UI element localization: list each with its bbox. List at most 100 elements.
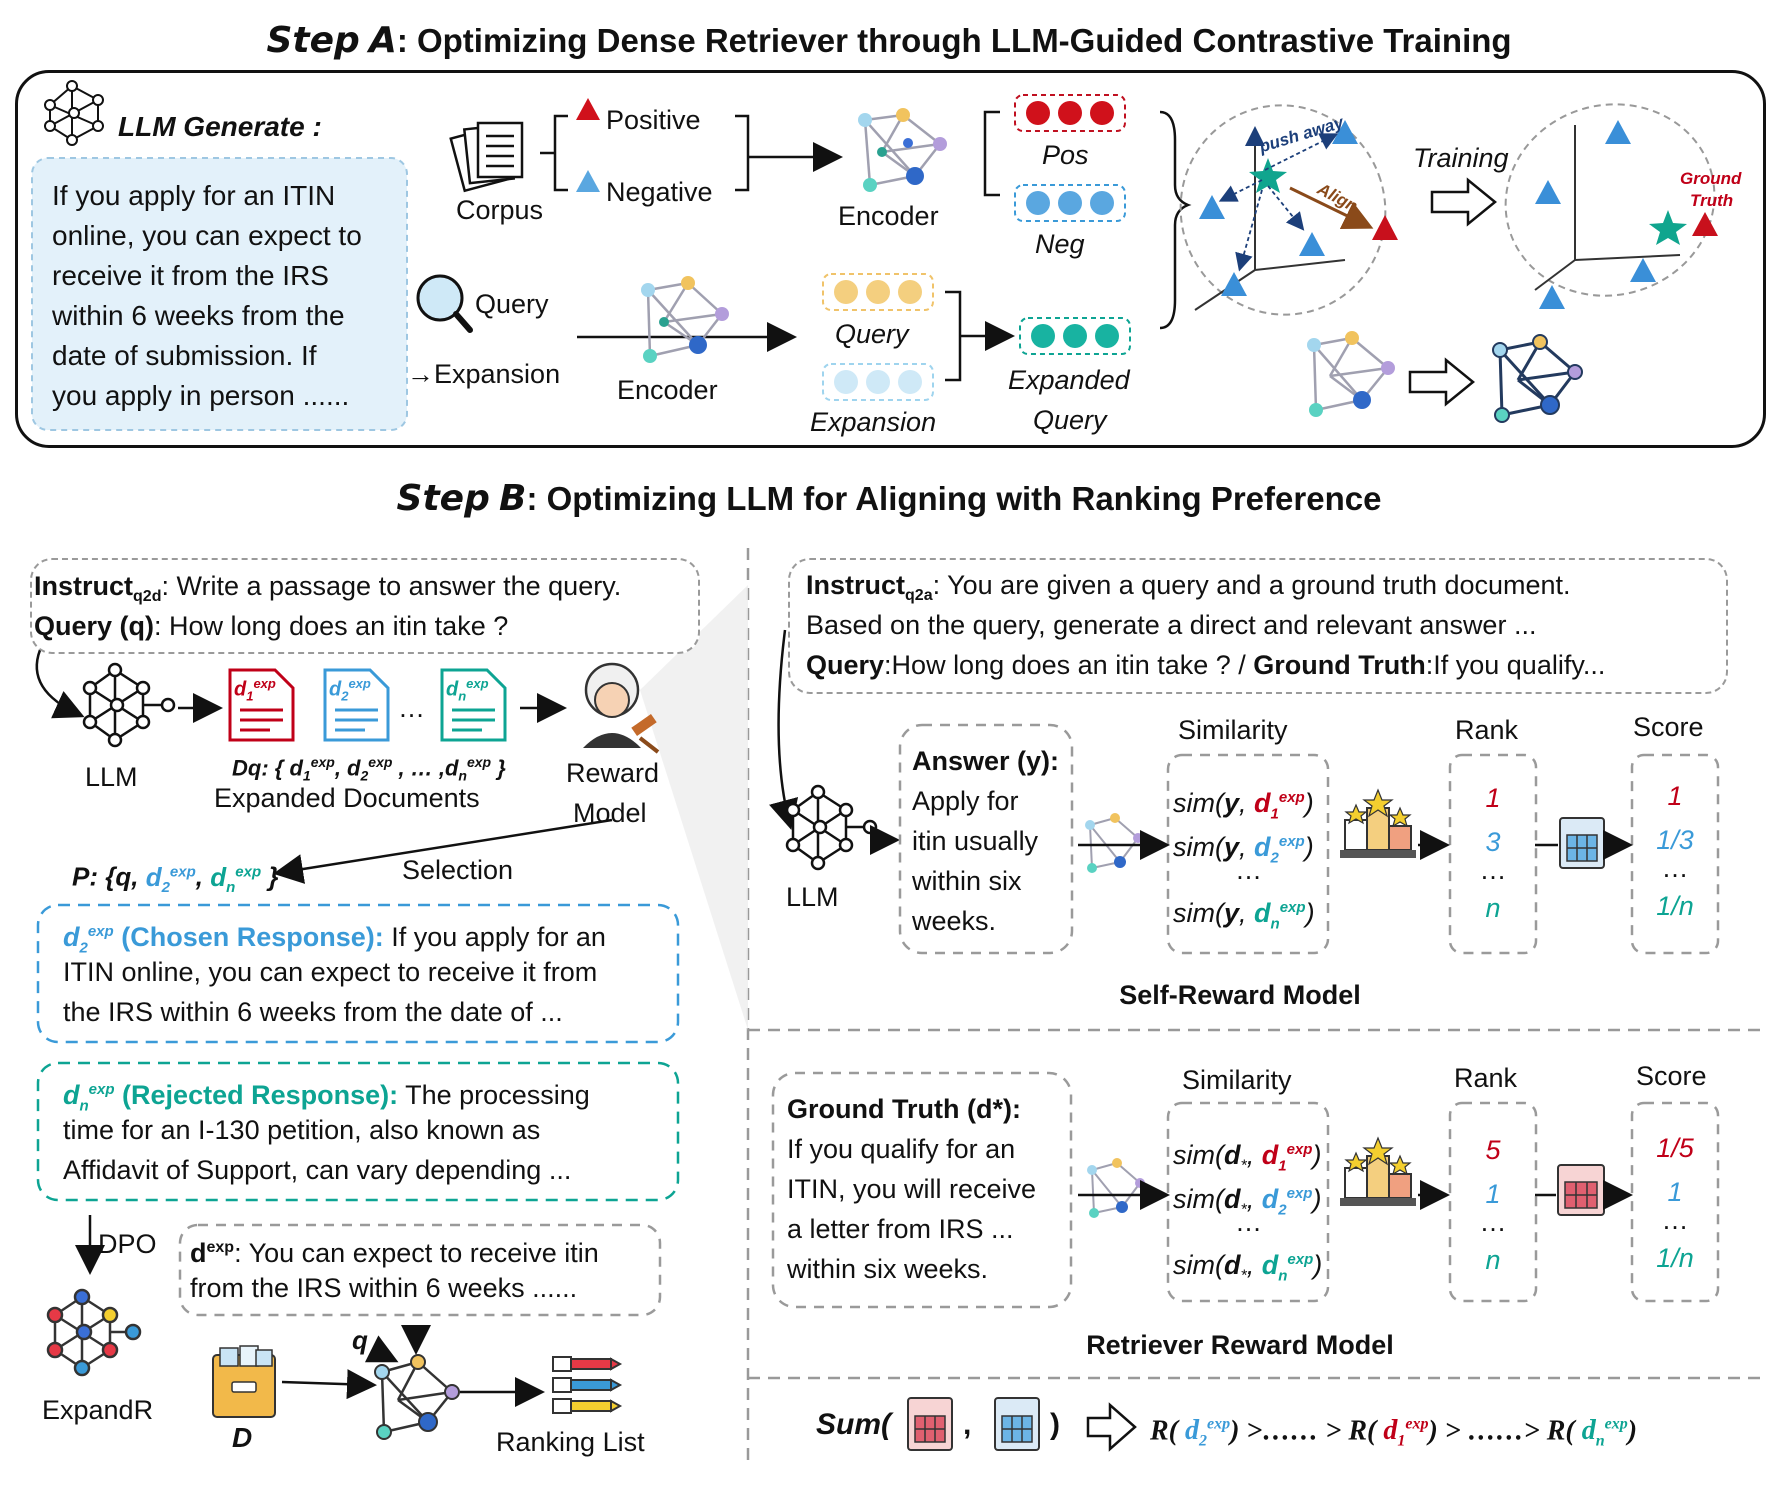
sum-close: ) <box>1050 1408 1060 1441</box>
sim-ellipsis-2: … <box>1235 1207 1262 1237</box>
expanded-query-label-1: Expanded <box>1008 365 1130 395</box>
negative-triangle <box>576 170 600 192</box>
retr-rank-1: 5 <box>1485 1135 1501 1165</box>
folder-icon <box>212 1345 276 1418</box>
self-rank-1: 1 <box>1485 783 1501 813</box>
dexp-line-2: from the IRS within 6 weeks ...... <box>190 1273 578 1303</box>
self-score-1: 1 <box>1667 781 1683 811</box>
retriever-reward-model-label: Retriever Reward Model <box>1086 1330 1394 1360</box>
reward-label: Reward <box>566 758 660 788</box>
d-corpus-label: D <box>232 1422 253 1453</box>
score-header-2: Score <box>1636 1061 1707 1091</box>
llm-icon <box>44 80 104 146</box>
step-b-title: Step B: Optimizing LLM for Aligning with… <box>396 478 1382 519</box>
expandr-icon <box>46 1288 142 1377</box>
generated-text-box <box>31 157 408 431</box>
ranking-list-icon <box>552 1356 623 1414</box>
negative-label: Negative <box>606 177 713 207</box>
retr-rank-3: … <box>1479 1207 1507 1237</box>
query-q: Query (q): How long does an itin take ? <box>34 611 509 641</box>
sim-y-d2: sim(y, d2exp) <box>1173 832 1314 867</box>
self-score-4: 1/n <box>1656 891 1694 921</box>
training-label: Training <box>1413 143 1509 173</box>
doc-red-icon <box>228 668 295 742</box>
selection-label: Selection <box>402 855 514 885</box>
podium-icon-2 <box>1340 1136 1416 1206</box>
chosen-line-3: the IRS within 6 weeks from the date of … <box>63 997 563 1027</box>
self-reward-model-label: Self-Reward Model <box>1119 980 1361 1010</box>
sim-d-d1: sim(d*, d1exp) <box>1173 1140 1322 1175</box>
expansion-emb-label: Expansion <box>810 407 937 437</box>
judge-icon <box>583 662 660 754</box>
ranking-formula: R( d2exp) >…… > R( d1exp) > ……> R( dnexp… <box>1150 1415 1638 1450</box>
q-input-label: q <box>352 1325 368 1355</box>
search-icon <box>416 274 473 333</box>
sim-d-d2: sim(d*, d2exp) <box>1173 1184 1322 1219</box>
llm-b-icon <box>82 662 176 748</box>
podium-icon <box>1340 788 1416 858</box>
model-label: Model <box>573 798 647 828</box>
doc-teal-icon <box>440 668 507 742</box>
gt-box-label: Ground Truth (d*): <box>787 1094 1021 1124</box>
d1-doc-label: d1exp <box>234 676 276 704</box>
self-rank-2: 3 <box>1485 827 1501 857</box>
query-gt-line: Query:How long does an itin take ? / Gro… <box>806 650 1606 680</box>
sum-comma: , <box>963 1408 972 1441</box>
self-rank-4: n <box>1485 893 1501 923</box>
encoder-top-icon <box>863 113 941 187</box>
ranking-list-label: Ranking List <box>496 1427 645 1457</box>
truth-label: Truth <box>1690 191 1734 210</box>
sim-y-dn: sim(y, dnexp) <box>1173 898 1315 933</box>
dq-set: Dq: { d1exp, d2exp , … ,dnexp } <box>232 754 506 784</box>
llm-generate-label: LLM Generate : <box>118 111 322 142</box>
gt-box-text: If you qualify for an ITIN, you will rec… <box>787 1134 1037 1284</box>
encoder-bottom-label: Encoder <box>617 375 718 405</box>
similarity-header-2: Similarity <box>1182 1065 1292 1095</box>
instruct-q2a: Instructq2a: You are given a query and a… <box>806 570 1571 604</box>
self-score-2: 1/3 <box>1656 825 1694 855</box>
sim-d-dn: sim(d*, dnexp) <box>1173 1250 1323 1285</box>
chosen-line-2: ITIN online, you can expect to receive i… <box>63 957 598 987</box>
answer-text: Apply for itin usually within six weeks. <box>912 786 1039 936</box>
score-icon-blue-sum <box>994 1397 1040 1451</box>
instruct-q2d: Instructq2d: Write a passage to answer t… <box>34 571 622 605</box>
rank-header: Rank <box>1455 715 1519 745</box>
instruct-q2a-box <box>788 558 1728 694</box>
expansion-label: →Expansion <box>407 359 561 389</box>
expandr-label: ExpandR <box>42 1395 154 1425</box>
sum-label: Sum( <box>816 1408 891 1441</box>
rejected-line-1: dnexp (Rejected Response): The processin… <box>63 1080 590 1115</box>
score-header: Score <box>1633 712 1704 742</box>
dpo-label: DPO <box>98 1229 157 1259</box>
sim-y-d1: sim(y, d1exp) <box>1173 788 1314 823</box>
retr-rank-4: n <box>1485 1245 1501 1275</box>
encoder-bottom-icon <box>646 281 723 358</box>
generated-text: If you apply for an ITIN online, you can… <box>52 180 362 411</box>
retr-score-3: … <box>1661 1205 1689 1235</box>
query-label: Query <box>475 289 549 319</box>
rejected-line-2: time for an I-130 petition, also known a… <box>63 1115 541 1145</box>
doc-ellipsis: … <box>398 693 425 723</box>
retr-score-2: 1 <box>1667 1177 1683 1207</box>
corpus-icon <box>449 121 524 193</box>
instruct-q2d-box <box>30 558 700 654</box>
answer-label: Answer (y): <box>912 746 1060 776</box>
self-score-3: … <box>1661 853 1689 883</box>
score-icon-red-sum <box>907 1397 953 1451</box>
self-rank-3: … <box>1479 855 1507 885</box>
ground-label: Ground <box>1680 169 1742 188</box>
dexp-line-1: dexp: You can expect to receive itin <box>190 1238 599 1268</box>
llm-b-label: LLM <box>85 762 138 792</box>
instruct-q2a-line2: Based on the query, generate a direct an… <box>806 610 1537 640</box>
dn-doc-label: dnexp <box>446 676 489 704</box>
positive-triangle <box>576 98 600 120</box>
encoder-top-label: Encoder <box>838 201 939 231</box>
pos-label: Pos <box>1042 140 1089 170</box>
llm-right-label: LLM <box>786 882 839 912</box>
expanded-query-label-2: Query <box>1033 405 1107 435</box>
query-emb-label: Query <box>835 319 909 349</box>
chosen-line-1: d2exp (Chosen Response): If you apply fo… <box>63 922 606 957</box>
step-a-title: Step A: Optimizing Dense Retriever throu… <box>266 20 1512 61</box>
rank-header-2: Rank <box>1454 1063 1518 1093</box>
